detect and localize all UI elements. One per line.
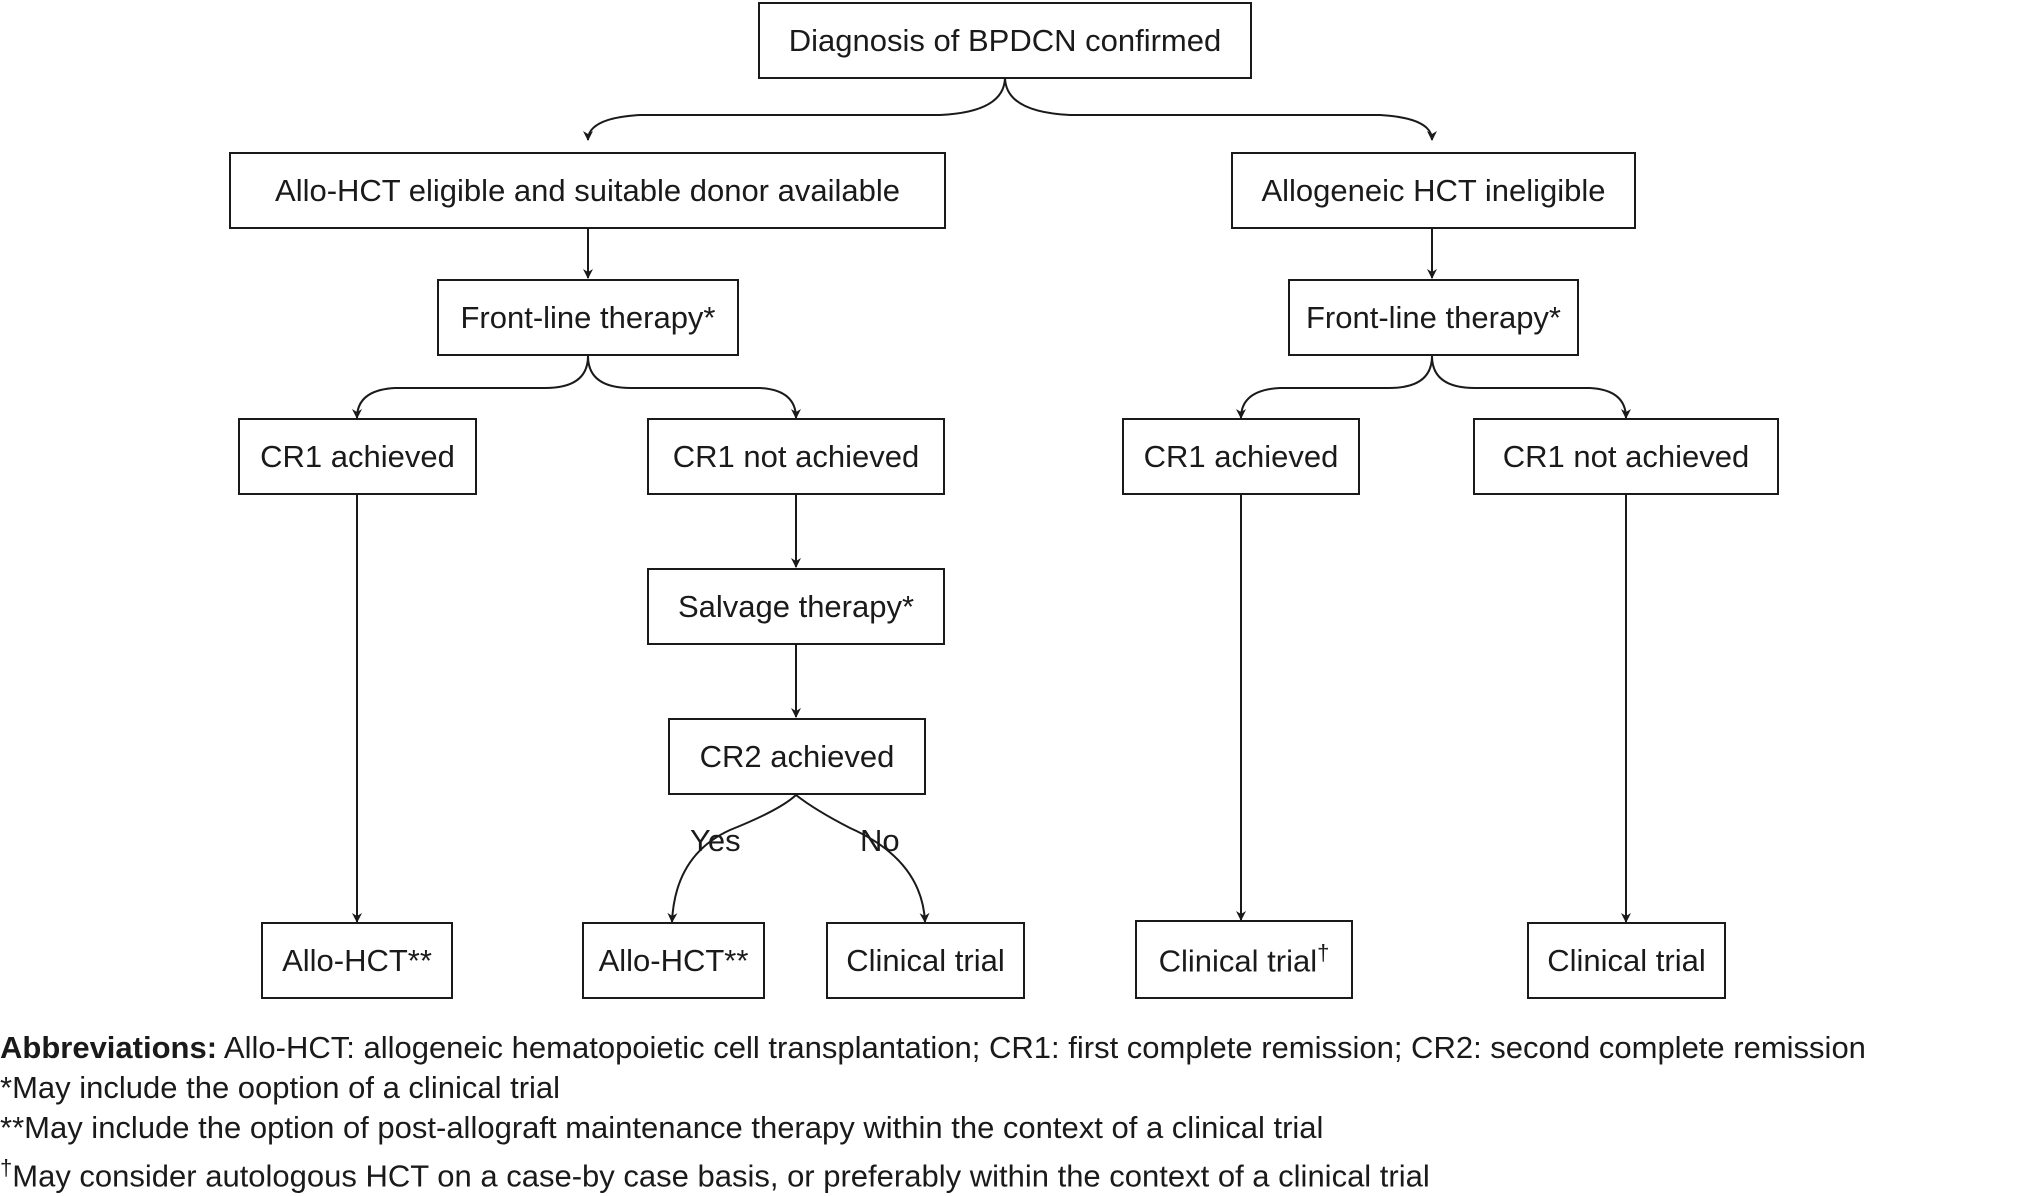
node-allo-hct-eligible-label: Allo-HCT eligible and suitable donor ava… — [275, 172, 900, 208]
node-allo-hct-left-label: Allo-HCT** — [282, 942, 432, 978]
node-frontline-left: Front-line therapy* — [437, 279, 739, 356]
arrow-diagnosis-to-ineligible — [1004, 76, 1437, 141]
node-allo-hct-left: Allo-HCT** — [261, 922, 453, 999]
abbreviations-text: Allo-HCT: allogeneic hematopoietic cell … — [217, 1030, 1866, 1065]
node-cr2-achieved: CR2 achieved — [668, 718, 926, 795]
node-allo-hct-ineligible: Allogeneic HCT ineligible — [1231, 152, 1636, 229]
node-allo-hct-eligible: Allo-HCT eligible and suitable donor ava… — [229, 152, 946, 229]
node-clinical-trial-right-2-label: Clinical trial — [1547, 942, 1706, 978]
node-cr1-not-achieved-left-label: CR1 not achieved — [672, 438, 920, 474]
footnote-dagger-text: May consider autologous HCT on a case-by… — [12, 1158, 1430, 1194]
node-cr2-achieved-label: CR2 achieved — [699, 738, 895, 774]
footnote-dagger-line: †May consider autologous HCT on a case-b… — [0, 1148, 2026, 1196]
node-salvage-therapy: Salvage therapy* — [647, 568, 945, 645]
node-clinical-trial-right-1: Clinical trial† — [1135, 920, 1353, 999]
footnotes: Abbreviations: Allo-HCT: allogeneic hema… — [0, 1028, 2026, 1196]
footnote-dagger-mark: † — [0, 1155, 13, 1180]
node-allo-hct-ineligible-label: Allogeneic HCT ineligible — [1261, 172, 1606, 208]
node-clinical-trial-right-1-label: Clinical trial† — [1159, 940, 1330, 979]
arrow-diagnosis-to-eligible — [583, 76, 1006, 141]
node-cr1-achieved-right-label: CR1 achieved — [1143, 438, 1339, 474]
arrow-frontline-to-cr1-not-right — [1431, 355, 1631, 419]
arrow-cr2-yes — [667, 794, 797, 923]
arrow-frontline-to-cr1-right — [1236, 355, 1433, 419]
arrow-cr2-no — [795, 794, 930, 923]
arrow-frontline-to-cr1-left — [352, 355, 589, 419]
dagger-mark: † — [1317, 939, 1330, 965]
node-cr1-achieved-left-label: CR1 achieved — [260, 438, 455, 474]
footnote-single-asterisk: *May include the ooption of a clinical t… — [0, 1070, 561, 1105]
node-frontline-right-label: Front-line therapy* — [1305, 299, 1561, 335]
node-allo-hct-middle-label: Allo-HCT** — [598, 942, 749, 978]
node-cr1-not-achieved-left: CR1 not achieved — [647, 418, 945, 495]
node-frontline-left-label: Front-line therapy* — [460, 299, 716, 335]
node-clinical-trial-right-1-text: Clinical trial — [1158, 943, 1318, 979]
abbreviations-line: Abbreviations: Allo-HCT: allogeneic hema… — [0, 1028, 2026, 1068]
node-cr1-achieved-right: CR1 achieved — [1122, 418, 1360, 495]
branch-label-yes: Yes — [690, 823, 741, 858]
node-allo-hct-middle: Allo-HCT** — [582, 922, 765, 999]
node-cr1-not-achieved-right: CR1 not achieved — [1473, 418, 1779, 495]
node-clinical-trial-middle-label: Clinical trial — [846, 942, 1005, 978]
branch-label-no: No — [860, 823, 900, 858]
node-frontline-right: Front-line therapy* — [1288, 279, 1579, 356]
node-cr1-achieved-left: CR1 achieved — [238, 418, 477, 495]
node-cr1-not-achieved-right-label: CR1 not achieved — [1502, 438, 1750, 474]
abbreviations-title: Abbreviations: — [0, 1030, 218, 1065]
node-diagnosis: Diagnosis of BPDCN confirmed — [758, 2, 1252, 79]
node-salvage-therapy-label: Salvage therapy* — [677, 588, 915, 624]
node-clinical-trial-middle: Clinical trial — [826, 922, 1025, 999]
node-clinical-trial-right-2: Clinical trial — [1527, 922, 1726, 999]
footnote-double-asterisk: **May include the option of post-allogra… — [0, 1110, 1324, 1145]
node-diagnosis-label: Diagnosis of BPDCN confirmed — [788, 22, 1222, 58]
arrow-frontline-to-cr1-not-left — [587, 355, 801, 419]
